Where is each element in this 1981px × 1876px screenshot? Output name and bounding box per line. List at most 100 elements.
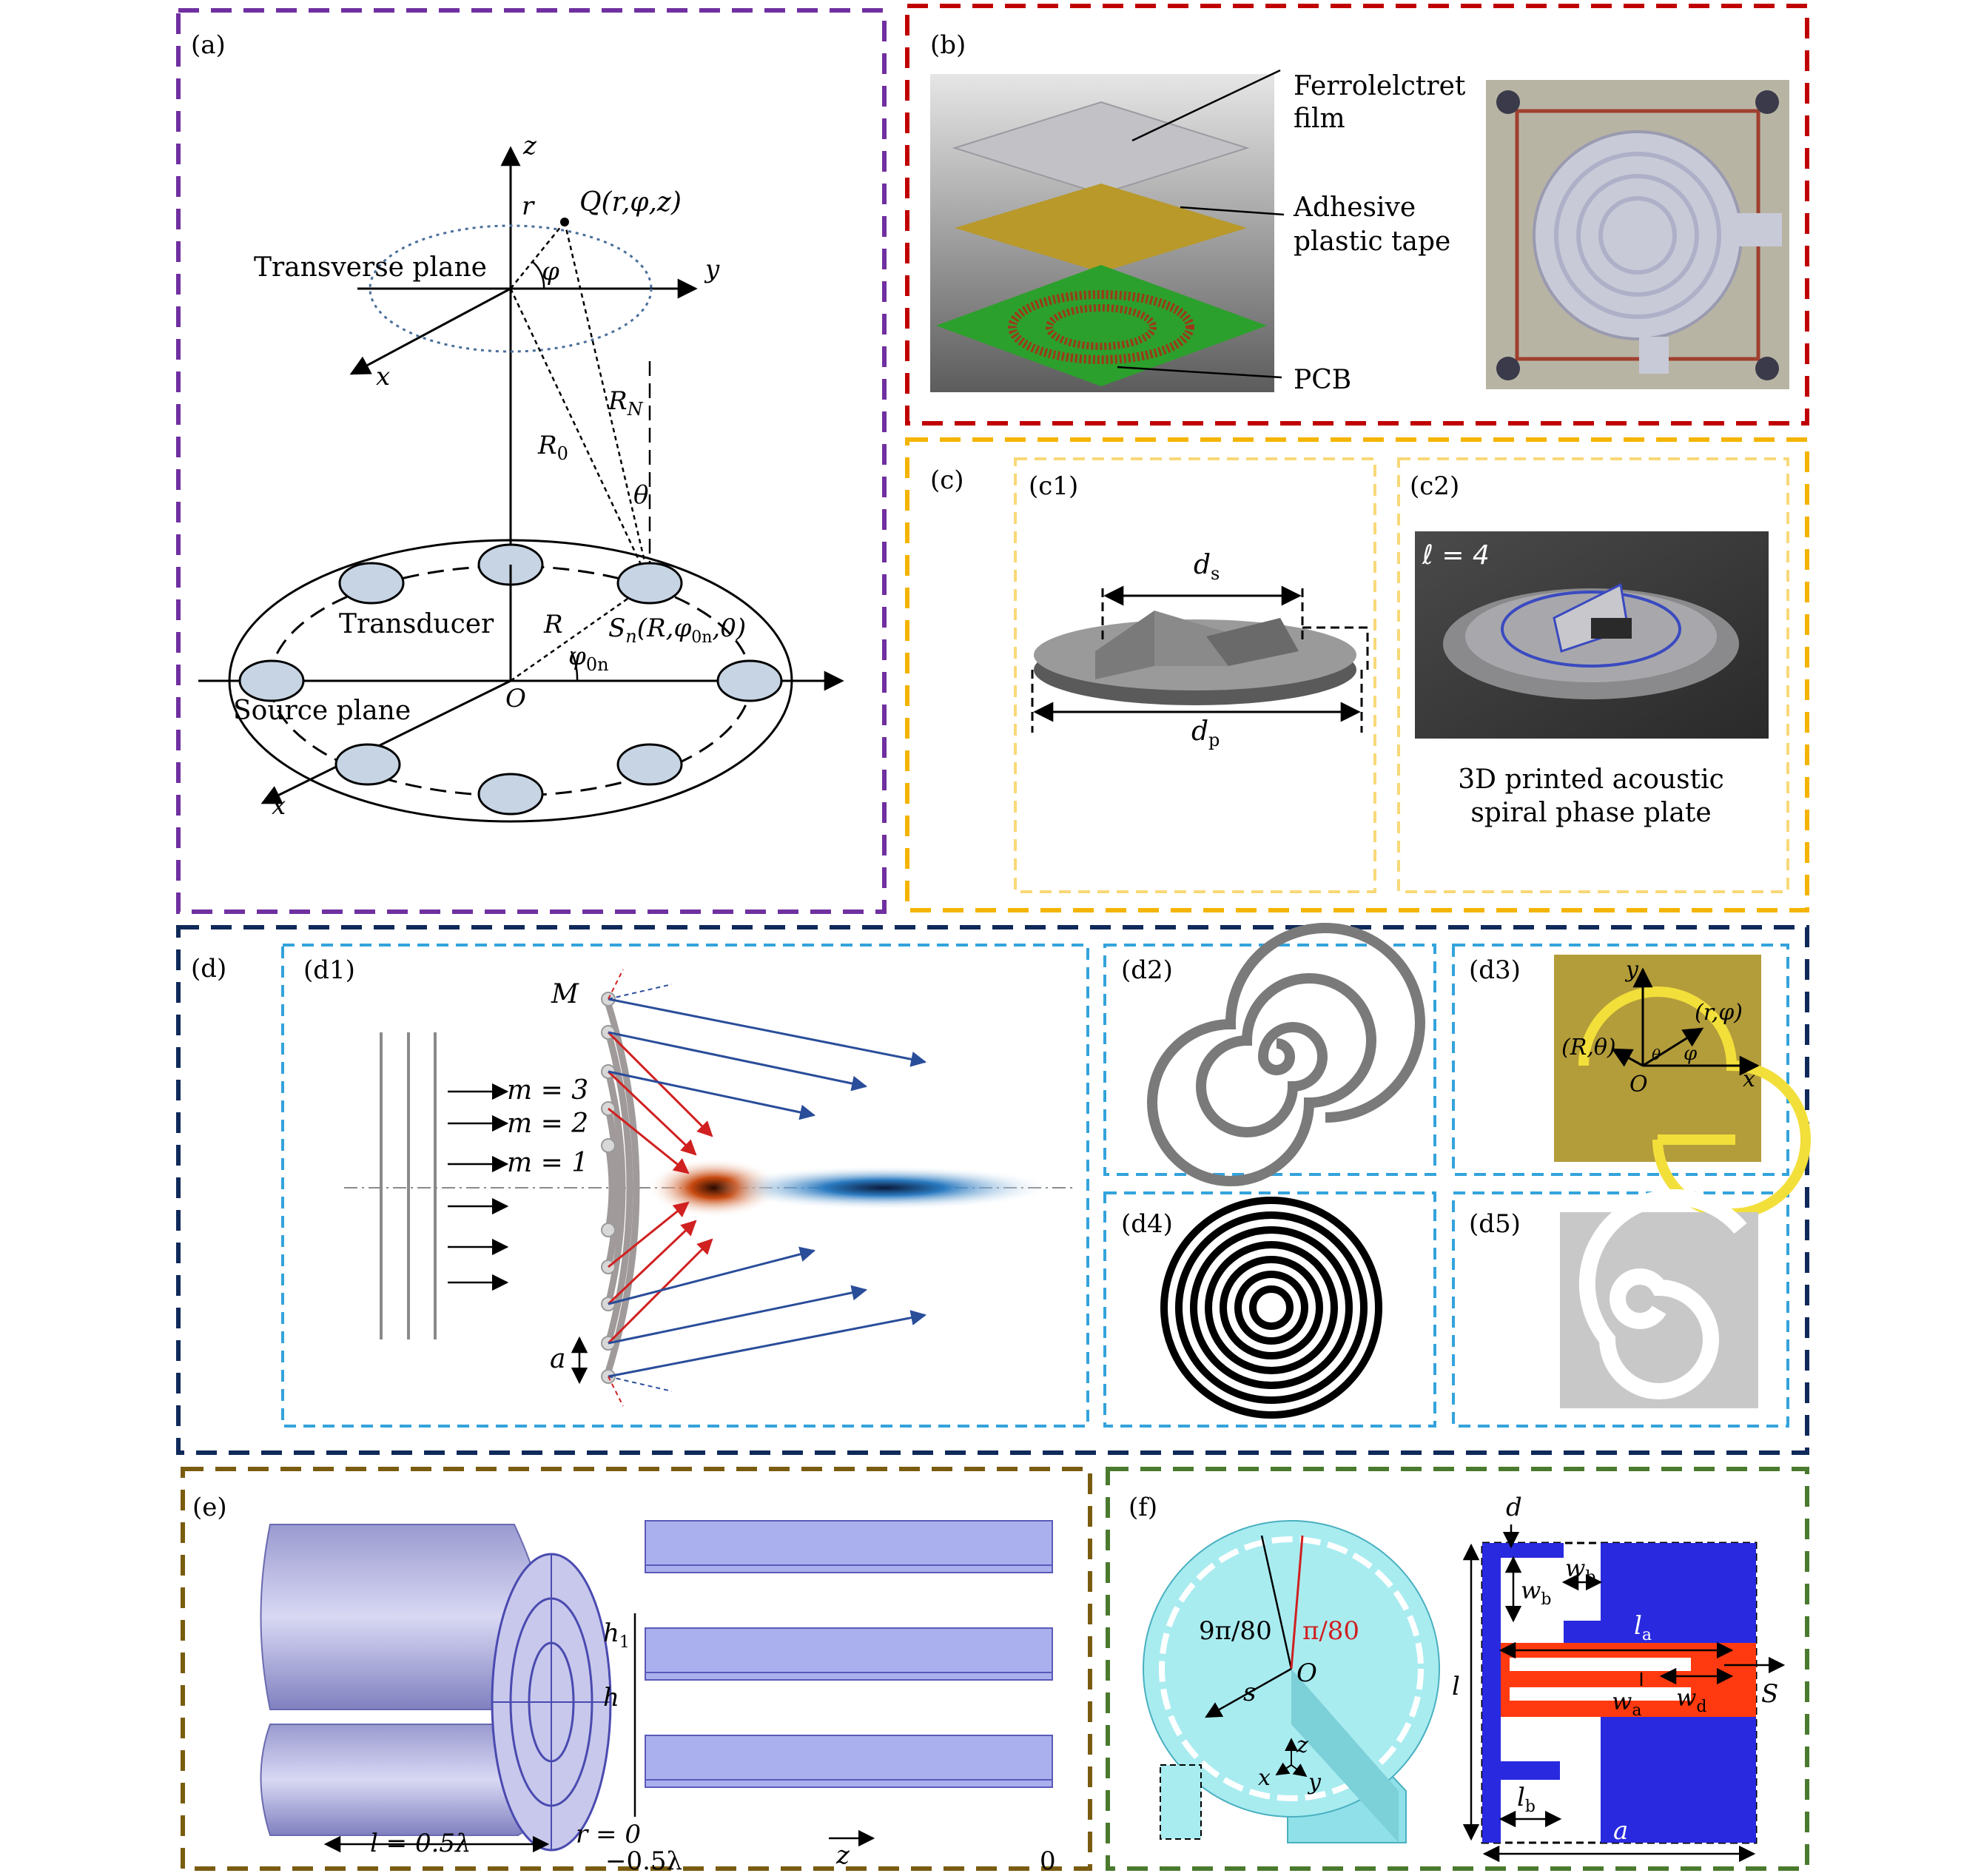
- grey-spiral: [1147, 923, 1425, 1186]
- wa-label: wa: [1612, 1687, 1642, 1720]
- m2-label: m = 2: [507, 1109, 588, 1139]
- m1-label: m = 1: [507, 1148, 588, 1178]
- h1-label: h1: [603, 1618, 630, 1652]
- d3-y-label: y: [1624, 957, 1639, 983]
- ferroelectret-label-2: film: [1294, 104, 1345, 134]
- ell-label: ℓ = 4: [1422, 540, 1490, 571]
- zero-label: 0: [1040, 1846, 1056, 1876]
- d3-rphi-label: (r,φ): [1695, 1000, 1743, 1026]
- transducer-photo: [1486, 80, 1789, 389]
- panel-c-label: (c): [930, 465, 964, 495]
- d-gap-label: d: [1506, 1493, 1522, 1522]
- panel-d2-label: (d2): [1121, 955, 1173, 985]
- origin-label-f: O: [1296, 1658, 1317, 1688]
- f-axis-x: x: [1258, 1765, 1271, 1791]
- r-label: r: [522, 192, 535, 221]
- panel-d4-label: (d4): [1121, 1209, 1173, 1239]
- frame-b: [905, 4, 1809, 426]
- d3-phi-label: φ: [1684, 1043, 1698, 1065]
- transverse-plane-label: Transverse plane: [254, 252, 487, 283]
- ferroelectret-label-1: Ferrolelctret: [1294, 71, 1466, 101]
- pcb-label: PCB: [1294, 365, 1351, 395]
- phi-label: φ: [542, 257, 559, 286]
- panel-d1-label: (d1): [303, 955, 355, 985]
- blue-rays: [608, 998, 927, 1378]
- point-q-label: Q(r,φ,z): [579, 187, 682, 218]
- layer-stack-render: [930, 74, 1274, 392]
- panel-a-label: (a): [191, 30, 226, 60]
- panel-c2-label: (c2): [1410, 471, 1459, 501]
- a-width-label: a: [1613, 1816, 1628, 1846]
- s-slot-label: S: [1761, 1679, 1778, 1709]
- d3-x-label: x: [1743, 1066, 1755, 1092]
- m-label: M: [551, 979, 579, 1009]
- panel-e-label: (e): [192, 1493, 227, 1522]
- d3-origin-label: O: [1629, 1072, 1648, 1097]
- panel-b-label: (b): [930, 30, 966, 60]
- panel-a-diagram: [198, 146, 844, 823]
- panel-c1-label: (c1): [1029, 471, 1078, 501]
- nine-pi-label: 9π/80: [1199, 1616, 1272, 1646]
- panel-d3-label: (d3): [1469, 955, 1521, 985]
- z-axis-label: z: [522, 131, 537, 161]
- frame-c2: [1397, 457, 1789, 893]
- panel-d5-label: (d5): [1469, 1209, 1521, 1239]
- lb-label: lb: [1517, 1783, 1536, 1816]
- frame-d: [176, 925, 1809, 1455]
- x-axis-label-bottom: x: [272, 791, 286, 821]
- s-label: s: [1243, 1678, 1256, 1707]
- transducer-label: Transducer: [339, 609, 494, 639]
- a-spacing-label: a: [550, 1344, 565, 1374]
- unit-cell-schematic: [1481, 1542, 1758, 1844]
- frame-a: [176, 8, 887, 914]
- h-label: h: [603, 1683, 619, 1712]
- caption-line-2: spiral phase plate: [1470, 798, 1711, 828]
- incident-arrows: [448, 1083, 509, 1291]
- frame-d5: [1452, 1191, 1789, 1428]
- r-radius-label: R: [543, 610, 563, 639]
- white-spiral: [1560, 1189, 1758, 1408]
- unit-cells: [645, 1520, 1053, 1788]
- rn-label: RN: [608, 386, 644, 420]
- frame-e: [181, 1467, 1092, 1871]
- frame-d3: [1452, 944, 1789, 1176]
- length-label: l = 0.5λ: [370, 1829, 471, 1858]
- z-label-e: z: [835, 1840, 850, 1870]
- cylinder-metamaterial: [260, 1524, 612, 1852]
- y-axis-label: y: [704, 255, 720, 284]
- frame-c1: [1014, 457, 1376, 893]
- caption-line-1: 3D printed acoustic: [1458, 764, 1724, 795]
- neg-half-lambda-label: −0.5λ: [605, 1846, 682, 1876]
- printed-plate-photo: [1415, 531, 1769, 739]
- frame-d4: [1103, 1191, 1436, 1428]
- m3-label: m = 3: [507, 1075, 588, 1106]
- phi0n-label: φ0n: [568, 642, 609, 675]
- d3-rtheta-label: (R,θ): [1561, 1035, 1616, 1060]
- cyan-plate: [1143, 1519, 1440, 1843]
- panel-f-label: (f): [1129, 1493, 1157, 1522]
- wb-vertical-label: wb: [1521, 1576, 1551, 1609]
- theta-label: θ: [633, 480, 648, 510]
- d3-theta-label: θ: [1652, 1046, 1661, 1063]
- source-plane-label: Source plane: [233, 696, 411, 726]
- frame-f: [1106, 1467, 1809, 1871]
- r0-label-e: r = 0: [576, 1820, 641, 1849]
- black-spiral: [1160, 1197, 1382, 1419]
- origin-label: O: [505, 684, 526, 713]
- panel-d-label: (d): [191, 954, 226, 984]
- f-axis-z: z: [1296, 1732, 1308, 1758]
- wb-horizontal-label: wb: [1565, 1554, 1595, 1587]
- sn-label: Sn(R,φ0n,0): [608, 613, 746, 647]
- dp-label: dp: [1191, 716, 1220, 750]
- wd-label: wd: [1676, 1684, 1706, 1716]
- r0-label: R0: [537, 431, 568, 464]
- l-height-label: l: [1452, 1672, 1460, 1701]
- frame-d1: [281, 944, 1089, 1428]
- x-axis-label-top: x: [376, 362, 390, 391]
- ds-label: ds: [1194, 550, 1220, 584]
- f-axis-y: y: [1307, 1769, 1322, 1795]
- adhesive-label-2: plastic tape: [1294, 226, 1450, 257]
- pi-80-label: π/80: [1302, 1616, 1359, 1646]
- adhesive-label-1: Adhesive: [1293, 192, 1416, 223]
